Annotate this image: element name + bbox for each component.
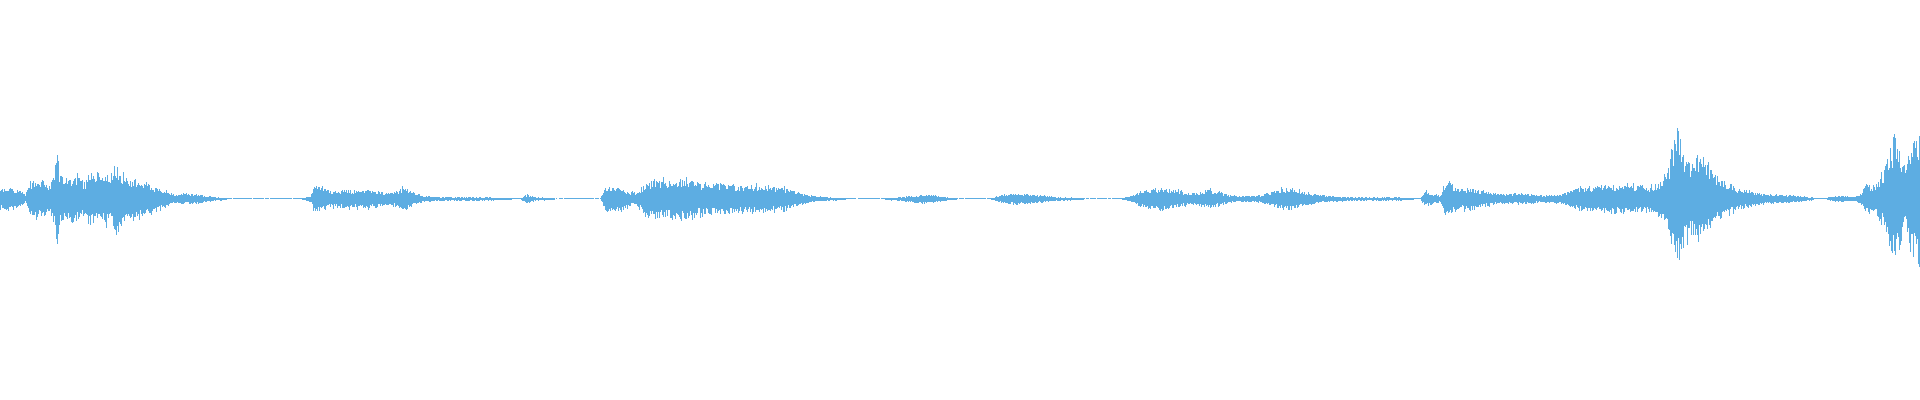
waveform-path — [0, 128, 1920, 267]
waveform-bars — [0, 128, 1920, 267]
